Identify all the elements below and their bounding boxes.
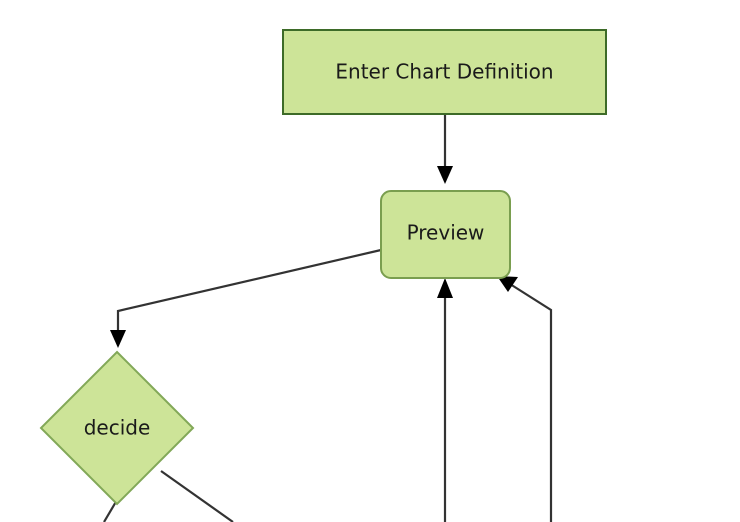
edge-bottom-center-to-preview[interactable] [437, 278, 453, 522]
node-decide[interactable]: decide [39, 350, 195, 506]
edge-line [116, 248, 382, 334]
arrow-head-upleft-icon [497, 276, 518, 292]
node-shape-diamond [39, 350, 195, 506]
node-shape-rectangle [282, 29, 607, 115]
arrow-head-down-icon [437, 166, 453, 184]
edge-enter-to-preview[interactable] [437, 114, 453, 184]
edge-decide-bottom-out[interactable] [103, 499, 118, 522]
node-shape-rounded-rectangle [380, 190, 511, 279]
edge-preview-to-decide[interactable] [110, 248, 382, 348]
edge-line [509, 283, 553, 522]
edge-bottom-right-to-preview[interactable] [497, 276, 553, 522]
arrow-head-down-icon [110, 330, 126, 348]
nodes-layer: Enter Chart Definition Preview decide [39, 29, 607, 506]
edge-line [160, 470, 234, 522]
node-enter-chart-definition[interactable]: Enter Chart Definition [282, 29, 607, 115]
node-preview[interactable]: Preview [380, 190, 511, 279]
edges-layer [103, 114, 553, 522]
node-label-enter-chart-definition: Enter Chart Definition [335, 60, 553, 84]
arrow-head-up-icon [437, 278, 453, 298]
edge-line [103, 499, 118, 522]
node-label-preview: Preview [407, 221, 485, 245]
edge-decide-right-out[interactable] [160, 470, 234, 522]
node-label-decide: decide [84, 416, 151, 440]
